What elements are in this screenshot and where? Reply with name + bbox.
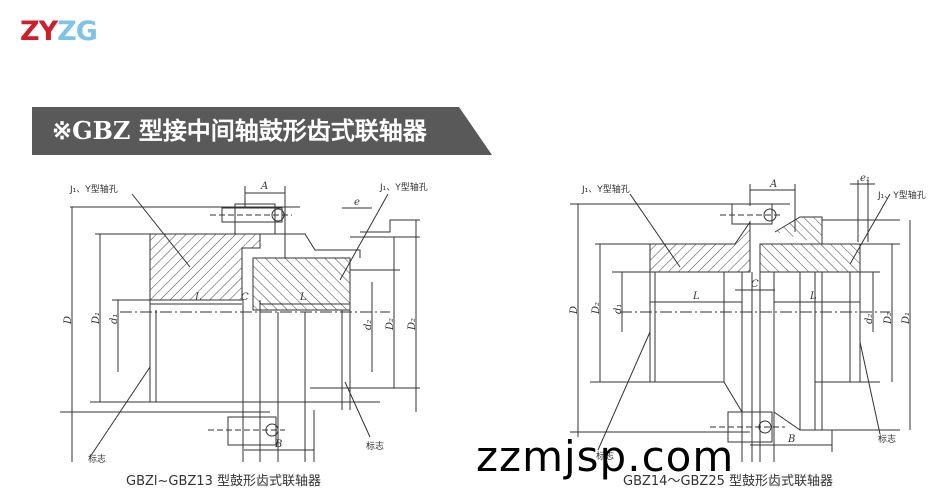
label-L-right: L (809, 291, 817, 302)
technical-drawing-2: J₁、Y型轴孔 J₁、Y型轴孔 A e₁ C L L B D D₂ d₁ d₂ … (569, 173, 926, 462)
label-mark-right: 标志 (366, 440, 384, 452)
label-bore-type-right: J₁、Y型轴孔 (379, 181, 428, 193)
company-logo: ZYZG (20, 16, 98, 47)
label-D: D (569, 306, 580, 315)
label-d1: d₁ (613, 304, 624, 314)
technical-drawing-1: J₁、Y型轴孔 J₁、Y型轴孔 A e C L L B D D₁ d₁ d₂ D… (60, 181, 428, 464)
label-D1: D₁ (901, 312, 912, 325)
label-D2: D₂ (591, 302, 602, 315)
label-D: D (63, 316, 74, 325)
section-title: ※GBZ 型接中间轴鼓形齿式联轴器 (52, 116, 427, 145)
caption-gbz14-25: GBZ14～GBZ25 型鼓形齿式联轴器 (623, 474, 834, 489)
logo-part-zg: ZG (57, 16, 98, 47)
label-D2-outer: D₂ (407, 318, 418, 331)
label-D2-right: D₂ (883, 312, 894, 325)
coupling-drawing-gbz1-13: J₁、Y型轴孔 J₁、Y型轴孔 A e C L L B D D₁ d₁ d₂ D… (60, 172, 450, 464)
label-L-left: L (692, 291, 700, 302)
label-e: e (354, 197, 360, 208)
label-B: B (274, 439, 282, 450)
label-L-right: L (299, 292, 307, 303)
label-A: A (769, 179, 777, 190)
section-banner: ※GBZ 型接中间轴鼓形齿式联轴器 (32, 107, 492, 155)
label-A: A (260, 181, 268, 192)
label-d2: d₂ (363, 320, 374, 330)
label-mark-right: 标志 (878, 433, 896, 445)
label-bore-type-left: J₁、Y型轴孔 (69, 183, 118, 195)
label-bore-type-right: J₁、Y型轴孔 (877, 189, 926, 201)
logo-part-zy: ZY (20, 16, 58, 47)
label-d2: d₂ (864, 314, 875, 324)
label-D2-inner: D₂ (385, 318, 396, 331)
label-e1: e₁ (860, 173, 870, 184)
label-C: C (241, 292, 249, 303)
caption-gbz1-13: GBZl~GBZ13 型鼓形齿式联轴器 (126, 474, 321, 489)
label-mark-left: 标志 (596, 450, 614, 462)
label-B: B (787, 434, 795, 445)
label-L-left: L (194, 292, 202, 303)
label-bore-type-left: J₁、Y型轴孔 (581, 183, 630, 195)
label-C: C (751, 279, 759, 290)
label-D1: D₁ (91, 312, 102, 325)
label-d1: d₁ (109, 314, 120, 324)
label-mark-left: 标志 (88, 453, 106, 464)
coupling-drawing-gbz14-25: J₁、Y型轴孔 J₁、Y型轴孔 A e₁ C L L B D D₂ d₁ d₂ … (560, 172, 950, 464)
watermark: zzmjsp.com (476, 432, 735, 481)
